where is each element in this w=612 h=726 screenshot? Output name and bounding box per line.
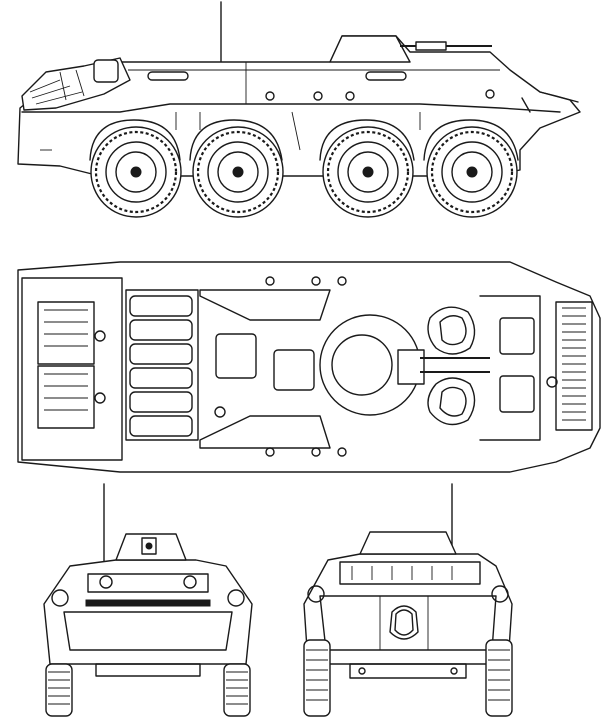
side-view xyxy=(17,1,581,218)
front-wheel-left xyxy=(45,663,73,717)
side-hull-belt xyxy=(21,103,561,113)
top-gun-mount xyxy=(397,349,425,385)
rear-deck-louvres xyxy=(351,566,453,580)
side-wheel-2 xyxy=(192,126,284,218)
top-rear-bolt-2 xyxy=(94,392,106,404)
front-mirror-right xyxy=(227,589,245,607)
top-view xyxy=(17,261,601,473)
front-lower-plate xyxy=(63,611,233,651)
rear-engine-deck xyxy=(339,561,481,585)
front-gun-muzzle xyxy=(145,542,153,550)
rear-light-right xyxy=(491,585,509,603)
rear-view xyxy=(303,483,513,717)
side-wheel-arch-1 xyxy=(89,119,181,161)
side-firing-port-1 xyxy=(265,91,275,101)
side-port-1 xyxy=(147,71,189,81)
side-front-fittings xyxy=(521,91,579,113)
rear-tow-hook-left xyxy=(358,667,366,675)
rear-access-hatch xyxy=(389,605,419,640)
top-louvre-frame xyxy=(125,289,199,441)
top-louvre-2 xyxy=(129,319,193,341)
rear-bumper xyxy=(349,663,467,679)
side-wheel-arch-3 xyxy=(319,119,415,161)
rear-light-left xyxy=(307,585,325,603)
rear-wheel-left xyxy=(303,639,331,717)
top-turret-hatch xyxy=(331,334,393,396)
side-wheel-arch-2 xyxy=(189,119,283,161)
front-wheel-right xyxy=(223,663,251,717)
side-wheel-4 xyxy=(426,126,518,218)
top-driver-hatch xyxy=(427,306,476,355)
top-roof-bolt xyxy=(214,406,226,418)
top-louvre-4 xyxy=(129,367,193,389)
top-mid-panel-upper xyxy=(199,289,331,321)
front-upper-plate xyxy=(87,573,209,593)
front-headlight-left xyxy=(99,575,113,589)
top-port-4 xyxy=(265,447,275,457)
top-front-hatch-2 xyxy=(499,375,535,413)
side-turret xyxy=(329,35,411,63)
side-gun-mount xyxy=(415,41,447,51)
top-port-6 xyxy=(337,447,347,457)
top-roof-hatch-1 xyxy=(215,333,257,379)
front-gun-mantlet xyxy=(141,537,157,555)
side-engine-grille xyxy=(29,69,85,105)
rear-wheel-right-tread xyxy=(488,649,510,701)
top-rear-bolt-1 xyxy=(94,330,106,342)
front-headlight-right xyxy=(183,575,197,589)
top-port-1 xyxy=(265,276,275,286)
side-wheel-3 xyxy=(322,126,414,218)
side-suspension xyxy=(175,111,421,151)
front-wheel-left-tread xyxy=(48,671,70,705)
top-louvre-1 xyxy=(129,295,193,317)
side-firing-port-4 xyxy=(485,89,495,99)
top-louvre-5 xyxy=(129,391,193,413)
top-nose-bolt xyxy=(546,376,558,388)
rear-access-hatch-inner xyxy=(394,609,414,636)
rear-tow-hook-right xyxy=(450,667,458,675)
side-firing-port-3 xyxy=(345,91,355,101)
side-port-2 xyxy=(365,71,407,81)
side-wheel-1 xyxy=(90,126,182,218)
rear-wheel-right xyxy=(485,639,513,717)
top-port-2 xyxy=(311,276,321,286)
top-engine-deck xyxy=(21,277,123,461)
rear-turret xyxy=(359,531,457,555)
top-port-5 xyxy=(311,447,321,457)
side-wheel-arch-4 xyxy=(423,119,519,161)
front-mirror-left xyxy=(51,589,69,607)
top-rear-hatch-1 xyxy=(37,301,95,365)
top-nose-grille xyxy=(562,307,586,421)
front-view xyxy=(43,483,253,717)
side-exhaust-box xyxy=(93,59,119,83)
rear-wheel-left-tread xyxy=(306,649,328,701)
top-louvre-3 xyxy=(129,343,193,365)
front-grille-bar xyxy=(85,599,211,607)
top-louvre-6 xyxy=(129,415,193,437)
top-rear-hatch-2 xyxy=(37,365,95,429)
front-bumper xyxy=(95,663,201,677)
top-roof-hatch-2 xyxy=(273,349,315,391)
top-commander-hatch-inner xyxy=(439,386,467,417)
side-firing-port-2 xyxy=(313,91,323,101)
front-wheel-right-tread xyxy=(226,671,248,705)
top-front-frame xyxy=(479,295,541,441)
top-rear-grille xyxy=(44,309,88,411)
top-port-3 xyxy=(337,276,347,286)
top-mid-panel-lower xyxy=(199,415,331,449)
top-front-hatch-1 xyxy=(499,317,535,355)
top-nose-plate xyxy=(555,301,593,431)
top-driver-hatch-inner xyxy=(439,315,467,346)
top-commander-hatch xyxy=(427,377,476,426)
